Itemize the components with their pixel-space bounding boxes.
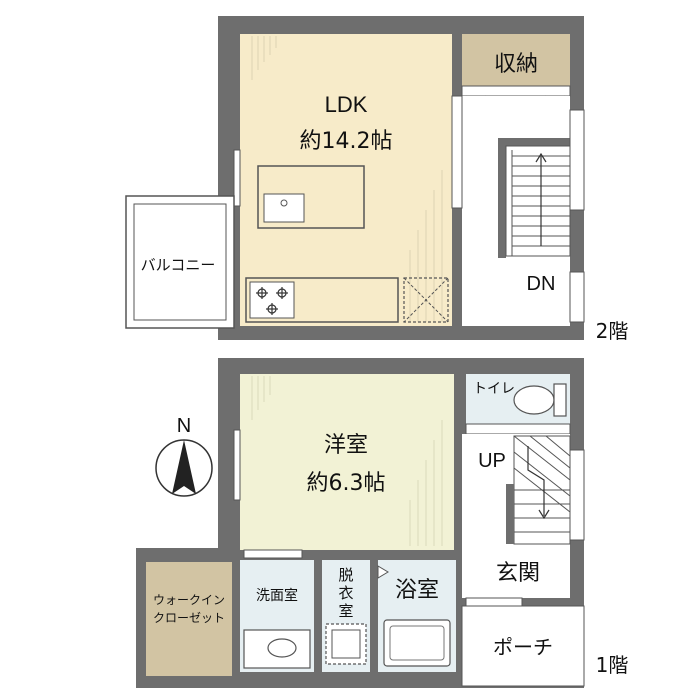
entrance-label: 玄関: [496, 561, 540, 586]
western-light-streaks: [251, 376, 443, 546]
window-hall-right: [569, 109, 585, 211]
ldk-light-streaks: [251, 36, 443, 322]
closet-label-1: ウォークイン: [153, 593, 225, 607]
sink-drain: [280, 199, 288, 207]
dressing-label-2: 衣: [338, 584, 353, 602]
dressing-label-3: 室: [338, 602, 353, 620]
stair-arrow-icon: [535, 152, 547, 246]
window-ldk-left: [233, 149, 241, 207]
washroom-label: 洗面室: [256, 587, 298, 604]
closet-label-2: クローゼット: [153, 611, 225, 625]
kitchen-sink: [263, 193, 305, 223]
walk-in-closet: [146, 562, 232, 676]
stair-wall: [498, 138, 572, 146]
floor-1: 洋室 約6.3帖 トイレ UP 玄関 ポーチ: [136, 358, 628, 688]
washbasin: [267, 638, 297, 658]
ldk-area: 約14.2帖: [300, 129, 393, 154]
storage-room: [462, 34, 570, 86]
toilet-label: トイレ: [473, 381, 515, 397]
toilet-door: [465, 423, 571, 435]
balcony-label: バルコニー: [141, 256, 216, 274]
stairs-up-label: UP: [478, 450, 506, 472]
window-western-left: [233, 429, 241, 501]
bathtub: [383, 619, 451, 667]
floor1-label: 1階: [596, 653, 629, 677]
door-western-bottom: [243, 549, 303, 559]
floor-2: LDK 約14.2帖 収納 DN: [125, 16, 629, 343]
toilet-icon: [513, 383, 567, 417]
compass: N: [155, 415, 213, 497]
fridge-space: [403, 277, 449, 323]
floor2-label: 2階: [596, 319, 629, 343]
storage-doors: [461, 85, 571, 97]
storage-label: 収納: [494, 52, 538, 77]
compass-arrow-icon: [172, 440, 196, 494]
stairs-1f: [513, 435, 571, 545]
western-room: [240, 374, 454, 550]
western-room-name: 洋室: [324, 433, 368, 458]
stair-arrow-icon-1f: [527, 446, 550, 520]
burner-icon: [256, 287, 288, 315]
bath-label: 浴室: [395, 578, 439, 603]
western-room-area: 約6.3帖: [307, 471, 386, 496]
north-label: N: [177, 415, 191, 437]
porch: [461, 605, 585, 687]
stairs-2f: [505, 145, 571, 257]
porch-label: ポーチ: [493, 635, 553, 659]
entrance-door: [465, 597, 523, 607]
stair-wall-1f: [506, 484, 514, 544]
bath-door-icon: [377, 565, 389, 579]
stair-wall-side: [498, 138, 506, 258]
door-ldk-hall: [451, 95, 463, 209]
cooktop: [249, 281, 295, 319]
window-hall-1f: [569, 449, 585, 541]
washer-space: [325, 623, 367, 665]
stairs-dn-label: DN: [527, 273, 556, 295]
ldk-name: LDK: [325, 92, 368, 117]
dressing-label-1: 脱: [338, 566, 353, 584]
window-hall-right-2: [569, 271, 585, 323]
balcony: [125, 195, 235, 329]
